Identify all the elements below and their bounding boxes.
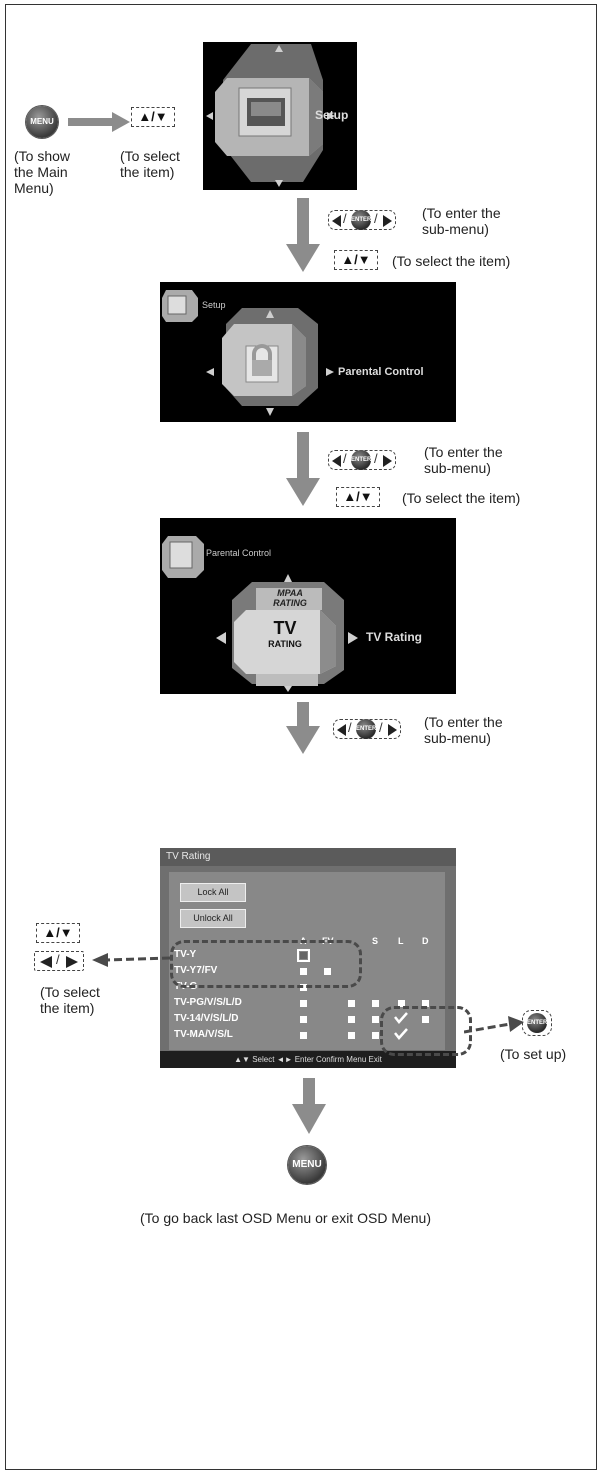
left-right-key-icon[interactable]: / bbox=[34, 951, 84, 971]
lock-checkbox[interactable] bbox=[348, 1016, 355, 1023]
lock-checkbox[interactable] bbox=[348, 1032, 355, 1039]
checkmark-icon bbox=[394, 1012, 408, 1024]
tv-rating-label: TV Rating bbox=[366, 630, 422, 644]
lock-checkbox[interactable] bbox=[300, 1016, 307, 1023]
note-enter-submenu-1: (To enter the sub-menu) bbox=[422, 205, 501, 237]
row-selection-highlight bbox=[170, 940, 362, 988]
menu-button-icon[interactable]: MENU bbox=[26, 106, 58, 138]
rating-row-tv-y[interactable]: TV-Y bbox=[174, 949, 197, 960]
tv-rating-menu: TV Rating Lock All Unlock All A FV S L D… bbox=[160, 848, 456, 1068]
note-enter-submenu-3: (To enter the sub-menu) bbox=[424, 714, 503, 746]
setup-screen: Setup bbox=[203, 42, 357, 190]
right-arrow-icon bbox=[68, 112, 130, 132]
rating-row-tv-ma[interactable]: TV-MA/V/S/L bbox=[174, 1029, 233, 1040]
lock-checkbox[interactable] bbox=[372, 1000, 379, 1007]
enter-key-icon[interactable]: ENTER bbox=[522, 1010, 552, 1036]
lock-all-button[interactable]: Lock All bbox=[180, 883, 246, 902]
setup-label: Setup bbox=[315, 108, 349, 122]
checkmark-icon bbox=[394, 1028, 408, 1040]
rating-row-tv-pg[interactable]: TV-PG/V/S/L/D bbox=[174, 997, 242, 1008]
parental-breadcrumb: Setup bbox=[202, 300, 226, 310]
parental-control-label: Parental Control bbox=[338, 366, 424, 378]
tv-rating-menu-title: TV Rating bbox=[160, 848, 456, 866]
up-down-key-icon[interactable]: ▲/▼ bbox=[334, 250, 378, 270]
up-down-key-icon[interactable]: ▲/▼ bbox=[131, 107, 175, 127]
lock-checkbox[interactable] bbox=[372, 1016, 379, 1023]
down-arrow-icon bbox=[292, 1078, 326, 1134]
tv-rating-screen: Parental Control MPAA RATING TV RATING T… bbox=[160, 518, 456, 694]
down-arrow-icon bbox=[286, 432, 320, 506]
note-show-main-menu: (To show the Main Menu) bbox=[14, 148, 71, 196]
left-enter-right-key-icon[interactable]: / ENTER / bbox=[328, 210, 396, 230]
note-select-item-4: (To select the item) bbox=[40, 984, 100, 1016]
tv-rating-menu-footer: ▲▼ Select ◄► Enter Confirm Menu Exit bbox=[160, 1051, 456, 1068]
tvrating-breadcrumb: Parental Control bbox=[206, 548, 272, 558]
page-frame bbox=[5, 4, 597, 1470]
menu-button-icon[interactable]: MENU bbox=[288, 1146, 326, 1184]
dashed-pointer-left bbox=[92, 953, 171, 967]
unlock-all-button[interactable]: Unlock All bbox=[180, 909, 246, 928]
down-arrow-icon bbox=[286, 198, 320, 272]
lock-checkbox[interactable] bbox=[300, 1000, 307, 1007]
lock-checkbox[interactable] bbox=[372, 1032, 379, 1039]
note-select-item-2: (To select the item) bbox=[392, 253, 511, 269]
column-header: L bbox=[398, 936, 404, 946]
note-select-item-3: (To select the item) bbox=[402, 490, 521, 506]
rating-row-tv-14[interactable]: TV-14/V/S/L/D bbox=[174, 1013, 239, 1024]
up-down-key-icon[interactable]: ▲/▼ bbox=[36, 923, 80, 943]
checkbox-selection-highlight bbox=[380, 1006, 472, 1056]
lock-checkbox[interactable] bbox=[422, 1016, 429, 1023]
note-select-item-1: (To select the item) bbox=[120, 148, 180, 180]
lock-checkbox[interactable] bbox=[324, 968, 331, 975]
lock-checkbox[interactable] bbox=[422, 1000, 429, 1007]
mpaa-label: MPAA RATING bbox=[273, 588, 307, 608]
note-enter-submenu-2: (To enter the sub-menu) bbox=[424, 444, 503, 476]
dashed-pointer-right bbox=[464, 1016, 524, 1034]
lock-checkbox[interactable] bbox=[300, 1032, 307, 1039]
lock-checkbox[interactable] bbox=[300, 968, 307, 975]
lock-checkbox[interactable] bbox=[398, 1000, 405, 1007]
column-header: D bbox=[422, 936, 429, 946]
note-set-up: (To set up) bbox=[500, 1046, 567, 1062]
rating-row-tv-y7[interactable]: TV-Y7/FV bbox=[174, 965, 218, 976]
note-go-back: (To go back last OSD Menu or exit OSD Me… bbox=[140, 1210, 431, 1226]
lock-checkbox[interactable] bbox=[348, 1000, 355, 1007]
down-arrow-icon bbox=[286, 702, 320, 754]
left-enter-right-key-icon[interactable]: / ENTER / bbox=[328, 450, 396, 470]
left-enter-right-key-icon[interactable]: / ENTER / bbox=[333, 719, 401, 739]
tvrating-cube-label: TV RATING bbox=[268, 618, 302, 649]
parental-control-screen: Setup Parental Control bbox=[160, 282, 456, 422]
column-header: S bbox=[372, 936, 379, 946]
up-down-key-icon[interactable]: ▲/▼ bbox=[336, 487, 380, 507]
lock-checkbox[interactable] bbox=[297, 949, 310, 962]
